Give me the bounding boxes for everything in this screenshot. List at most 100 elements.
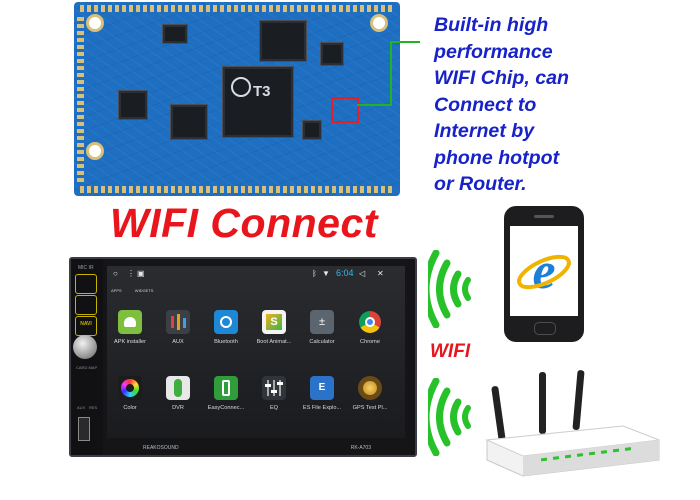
small-chip [162,24,188,44]
mount-hole [86,14,104,32]
router-leds [540,447,632,462]
description-line: or Router. [434,173,527,195]
pcb-pads-top [80,5,394,12]
router-antenna [539,372,546,434]
app-bluetooth[interactable]: Bluetooth [203,310,249,345]
app-chrome[interactable]: Chrome [347,310,393,345]
description-line: Connect to [434,93,537,116]
head-unit-side-panel: MIC IR NAVI CARD MAP AUX RES [71,259,103,455]
smartphone: e [504,206,584,342]
status-bar: ○ ⋮ ▣ ᛒ ▼ 6:04 ◁ ✕ [107,266,405,282]
color-icon [118,376,142,400]
app-label: EQ [269,405,279,411]
description-line: phone hotpot [434,146,560,169]
mount-hole [370,14,388,32]
app-label: AUX [172,339,184,345]
close-icon[interactable]: ✕ [377,269,384,278]
navi-button[interactable]: NAVI [75,316,97,336]
picture-icon[interactable]: ▣ [137,269,145,278]
app-color[interactable]: Color [107,376,153,411]
wifi-waves-router-icon [428,378,471,456]
bluetooth-status-icon: ᛒ [312,269,317,278]
callout-line-v [390,41,392,106]
allwinner-logo-icon [231,77,251,97]
back-triangle-icon[interactable]: ◁ [359,269,366,278]
phone-screen: e [510,226,578,316]
app-dvr[interactable]: DVR [155,376,201,411]
es-file-explorer-icon: E [310,376,334,400]
callout-line-h2 [390,41,420,43]
home-button[interactable] [75,295,97,315]
usb-port [78,417,90,441]
description-line: WIFI Chip, can [434,67,569,89]
gps-test-icon [358,376,382,400]
circle-icon[interactable]: ○ [113,269,118,278]
easyconnect-icon [214,376,238,400]
bluetooth-icon [214,310,238,334]
wifi-chip-description: Built-in high performance WIFI Chip, can… [434,12,700,198]
router-antenna [491,386,506,442]
internet-explorer-icon: e [517,243,571,300]
wifi-router [485,370,660,477]
pmic-chip [118,90,148,120]
router-antenna [572,370,585,430]
tab-apps[interactable]: APPS [111,288,122,293]
phone-speaker [534,215,554,218]
calculator-icon: ± [310,310,334,334]
brand-label: REAKOSOUND [143,445,179,451]
flash-chip [170,104,208,140]
android-icon [118,310,142,334]
wifi-chip-highlight [331,97,359,123]
callout-line-h1 [357,104,391,106]
more-vert-icon[interactable]: ⋮ [127,269,135,278]
power-button[interactable] [75,274,97,294]
app-easyconnect[interactable]: EasyConnec... [203,376,249,411]
mount-hole [86,142,104,160]
dvr-icon [166,376,190,400]
app-eq[interactable]: EQ [251,376,297,411]
app-apk-installer[interactable]: APK installer [107,310,153,345]
app-label: Boot Animat... [256,339,292,345]
tab-widgets[interactable]: WIDGETS [134,288,154,293]
wifi-status-icon: ▼ [322,269,330,278]
launcher-tabs: APPS WIDGETS [111,288,165,293]
app-aux[interactable]: AUX [155,310,201,345]
description-line: Internet by [434,120,535,142]
app-es-file-explorer[interactable]: E ES File Explo... [299,376,345,411]
app-label: APK installer [113,339,147,345]
app-label: Chrome [360,339,380,345]
app-label: Color [123,405,137,411]
head-unit-screen: ○ ⋮ ▣ ᛒ ▼ 6:04 ◁ ✕ APPS WIDGETS APK inst… [107,266,405,438]
card-map-label: CARD MAP [76,365,98,370]
svg-text:e: e [532,243,555,300]
app-gps-test[interactable]: GPS Test Pl... [347,376,393,411]
eq-icon [262,376,286,400]
pcb-pads-left [77,16,84,182]
side-button-label: NAVI [80,321,92,327]
pcb-pads-bottom [80,186,394,193]
reset-label: RES [89,405,98,410]
car-head-unit: MIC IR NAVI CARD MAP AUX RES ○ ⋮ ▣ ᛒ ▼ 6… [69,257,417,457]
app-label: Calculator [309,339,335,345]
pcb-core-board: T3 [74,2,400,196]
app-boot-animation[interactable]: S Boot Animat... [251,310,297,345]
app-label: DVR [172,405,184,411]
aux-icon [166,310,190,334]
phone-home-button [534,322,556,335]
app-label: EasyConnec... [207,405,245,411]
wifi-label: WIFI [430,341,471,362]
model-label: RK-A703 [350,445,371,451]
status-clock: 6:04 [336,268,354,278]
main-soc-chip: T3 [222,66,294,138]
small-chip [320,42,344,66]
app-label: Bluetooth [214,339,238,345]
app-label: ES File Explo... [302,405,342,411]
aux-port-label: AUX [77,405,86,410]
page-title: WIFI Connect [110,200,378,246]
app-label: GPS Test Pl... [352,405,388,411]
mic-ir-label: MIC IR [78,265,94,271]
memory-chip [259,20,307,62]
app-calculator[interactable]: ± Calculator [299,310,345,345]
chrome-icon [358,310,382,334]
volume-knob[interactable] [73,335,97,359]
